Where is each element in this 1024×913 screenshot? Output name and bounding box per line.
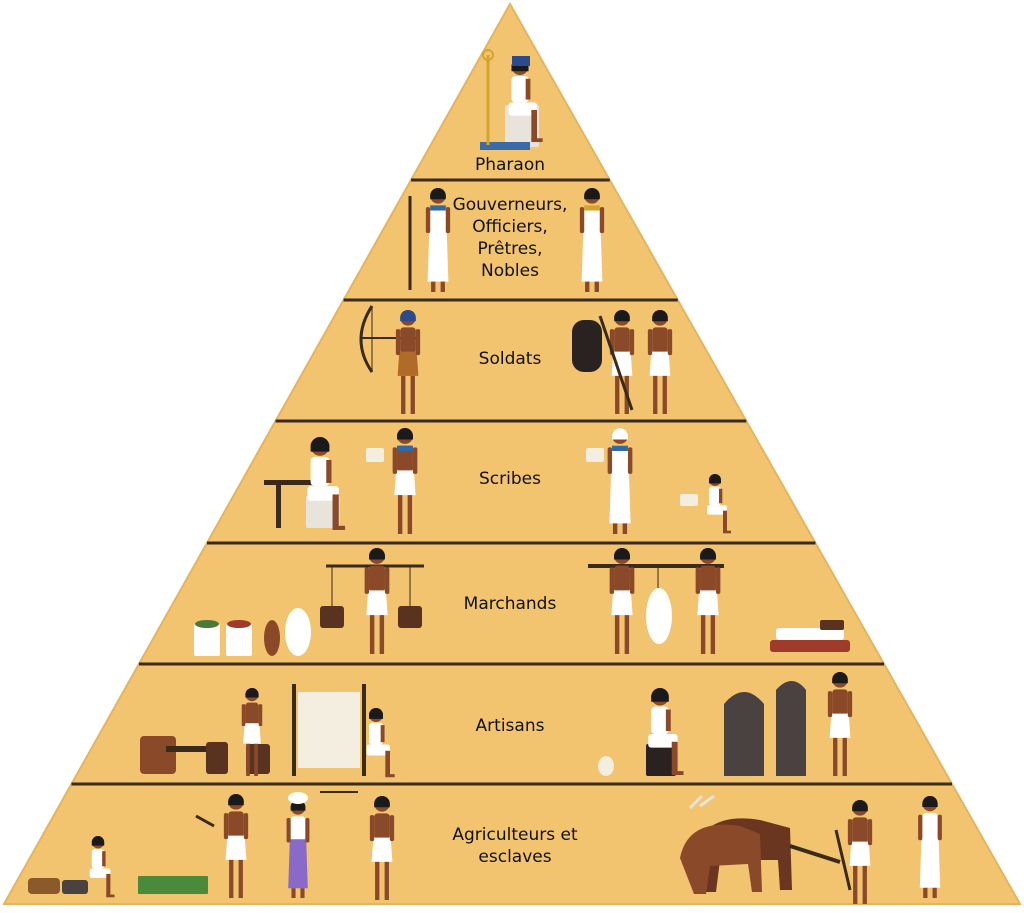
pharaoh-crown xyxy=(512,56,530,66)
shield xyxy=(572,320,602,372)
tier-label-soldats: Soldats xyxy=(478,349,542,369)
farmer-grinding xyxy=(89,836,115,898)
vase-white xyxy=(285,608,311,656)
loom-frame-r xyxy=(362,684,366,776)
tier-label-artisans: Artisans xyxy=(475,716,545,736)
tier-label-scribes: Scribes xyxy=(479,469,541,489)
archer xyxy=(395,309,421,414)
cloth-bundle-3 xyxy=(820,620,844,630)
noble-left xyxy=(425,188,451,292)
writing-desk-leg xyxy=(276,484,281,528)
tier-label-nobles: Gouverneurs, Officiers, Prêtres, Nobles xyxy=(452,195,568,281)
water-pot xyxy=(288,792,308,804)
loom-warp xyxy=(298,692,360,768)
woman-sowing xyxy=(918,796,942,898)
scale-right-pan xyxy=(398,606,422,628)
ox-horn-1 xyxy=(688,794,704,810)
basket-2 xyxy=(226,624,252,656)
ox-2 xyxy=(680,824,762,894)
figures-layer xyxy=(28,49,942,904)
artisan-weaver xyxy=(366,708,395,778)
workbench xyxy=(166,746,206,752)
artisan-stonecutter xyxy=(827,672,853,776)
scribe-crosslegged xyxy=(707,474,731,534)
plough-beam xyxy=(789,844,841,864)
wheat-field xyxy=(138,876,208,894)
scribe-seated xyxy=(307,436,346,530)
pot-1 xyxy=(206,742,228,774)
soldier-right xyxy=(647,310,673,414)
tier-label-pharaon: Pharaon xyxy=(474,155,546,175)
tier-label-marchands: Marchands xyxy=(463,594,557,614)
clay-block xyxy=(140,736,176,774)
grindstone xyxy=(62,880,88,894)
cloth-bundle-1 xyxy=(770,640,850,652)
artisan-sculptor xyxy=(648,688,684,776)
grain-basket xyxy=(28,878,60,894)
noble-right xyxy=(579,188,605,292)
statue-1 xyxy=(724,692,764,776)
tier-label-agriculteurs: Agriculteurs et esclaves xyxy=(452,825,578,867)
sickle xyxy=(195,814,215,828)
loom-frame-l xyxy=(292,684,296,776)
basket-2-fill xyxy=(227,620,251,628)
basket-1-fill xyxy=(195,620,219,628)
merchant-carrier-1 xyxy=(609,548,635,654)
woman-water xyxy=(286,800,310,898)
pot-2 xyxy=(246,744,270,774)
scribe-stool xyxy=(306,496,340,528)
statue-2 xyxy=(776,681,806,776)
farmer-sower xyxy=(369,796,395,900)
papyrus-3 xyxy=(680,494,698,506)
scribe-standing-1 xyxy=(392,428,418,534)
basket-1 xyxy=(194,624,220,656)
ox-horn-2 xyxy=(699,794,715,808)
writing-desk-top xyxy=(264,480,312,485)
spear xyxy=(598,315,634,411)
tier-dividers xyxy=(71,178,952,786)
papyrus-2 xyxy=(586,448,604,462)
merchant-carrier-2 xyxy=(695,548,721,654)
ankh-icon xyxy=(482,49,494,61)
jar-brown xyxy=(264,620,280,656)
scribe-standing-2 xyxy=(607,428,633,534)
bow-icon xyxy=(359,305,374,373)
cloth-bundle-2 xyxy=(776,628,844,640)
scale-left-pan xyxy=(320,606,344,628)
papyrus-1 xyxy=(366,448,384,462)
plough-handle xyxy=(834,829,852,891)
vase-small-1 xyxy=(598,756,614,776)
farmer-hoe xyxy=(223,794,249,898)
stone-block xyxy=(646,744,676,776)
farmer-plough xyxy=(847,800,873,904)
artisan-potter xyxy=(241,687,263,776)
throne-base xyxy=(480,142,530,150)
merchant-scale xyxy=(364,548,390,654)
carried-vessel xyxy=(646,588,672,644)
